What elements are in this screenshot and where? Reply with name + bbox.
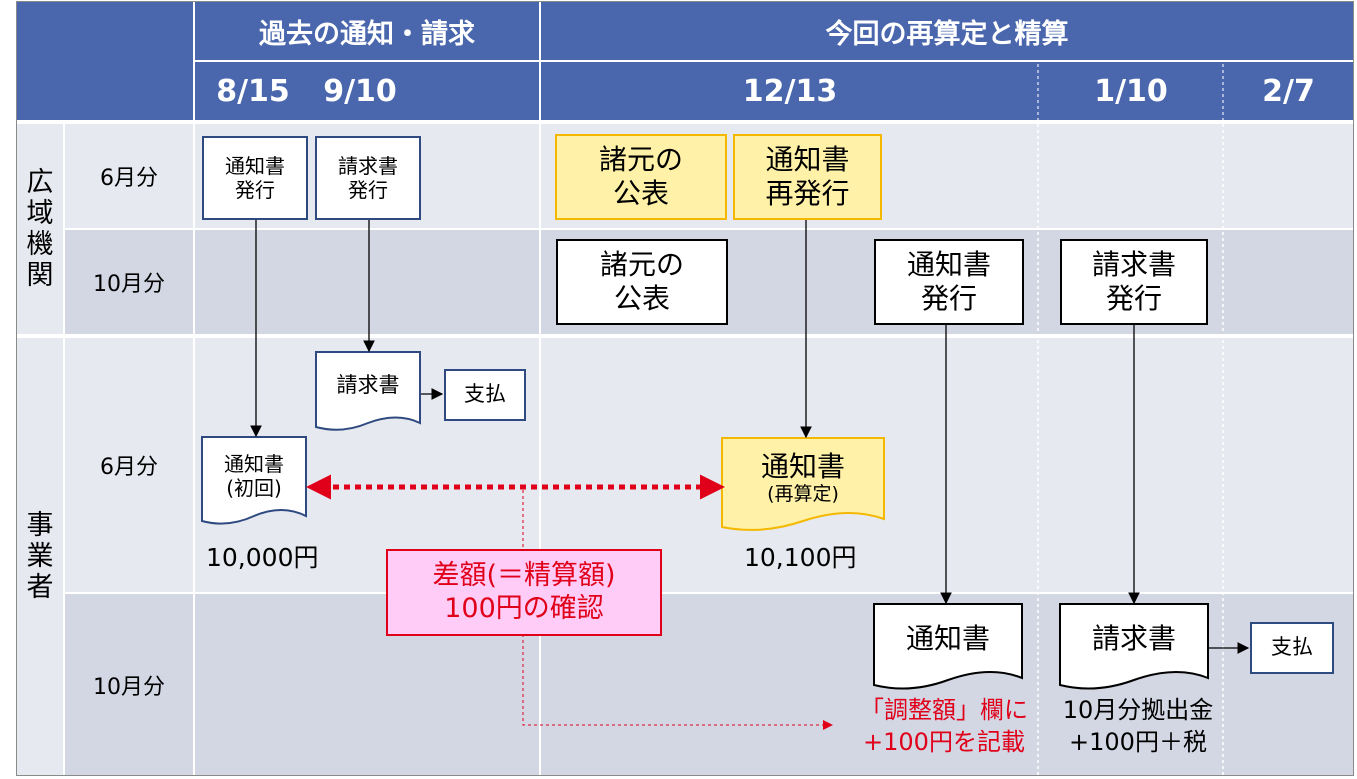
oct-notice-issue-box: 通知書発行 [874,239,1024,325]
date-label: 2/7 [1262,73,1315,109]
oct-notice-doc-label: 通知書 [905,622,990,656]
header-past-title: 過去の通知・請求 [195,2,539,60]
row-label-october: 10月分 [93,272,165,297]
oct-spec-publish-box: 諸元の公表 [556,239,728,325]
group-label-agency: 広域機関 [26,167,54,291]
doc-shape-oct-invoice [1059,603,1209,690]
difference-callout: 差額(＝精算額)100円の確認 [386,549,662,636]
june-recalc-notice-label: 通知書(再算定) [760,449,845,506]
header-date-row-past [195,62,539,120]
date-label: 9/10 [323,73,397,109]
header-date-row-current [541,62,1353,120]
june-invoice-doc-label: 請求書 [336,373,400,398]
oct-payment-box: 支払 [1250,622,1334,674]
june-notice-issue-box: 通知書発行 [202,136,308,220]
group-label-business: 事業者 [26,510,54,603]
doc-shape-oct-notice [873,603,1023,690]
oct-notice-adjustment-note: 「調整額」欄に+100円を記載 [860,696,1028,756]
june-spec-publish-box: 諸元の公表 [555,134,727,220]
group-label-agency-cell [17,124,63,334]
column-separators [193,64,1224,775]
group-label-business-cell [17,338,63,775]
date-label: 8/15 [216,73,290,109]
row-label-june: 6月分 [100,455,158,480]
june-first-notice-label: 通知書(初回) [224,452,284,500]
flow-arrows [250,220,1250,654]
june-recalc-amount: 10,100円 [744,543,857,572]
doc-shape-june-first-notice [201,436,307,525]
june-first-amount: 10,000円 [206,543,319,572]
row-label-june: 6月分 [100,166,158,191]
june-notice-reissue-box: 通知書再発行 [733,134,882,220]
oct-invoice-amount-note: 10月分拠出金+100円＋税 [1062,696,1214,756]
header-corner [17,2,193,120]
date-label: 1/10 [1094,73,1168,109]
date-label: 12/13 [742,73,838,109]
june-payment-box: 支払 [444,369,526,421]
oct-invoice-issue-box: 請求書発行 [1060,239,1208,325]
doc-shape-june-recalc-notice [721,437,885,531]
oct-invoice-doc-label: 請求書 [1091,622,1176,656]
row-label-october: 10月分 [93,674,165,700]
doc-shape-june-invoice [315,351,421,431]
header-current-title: 今回の再算定と精算 [541,2,1353,60]
june-invoice-issue-box: 請求書発行 [315,136,421,220]
